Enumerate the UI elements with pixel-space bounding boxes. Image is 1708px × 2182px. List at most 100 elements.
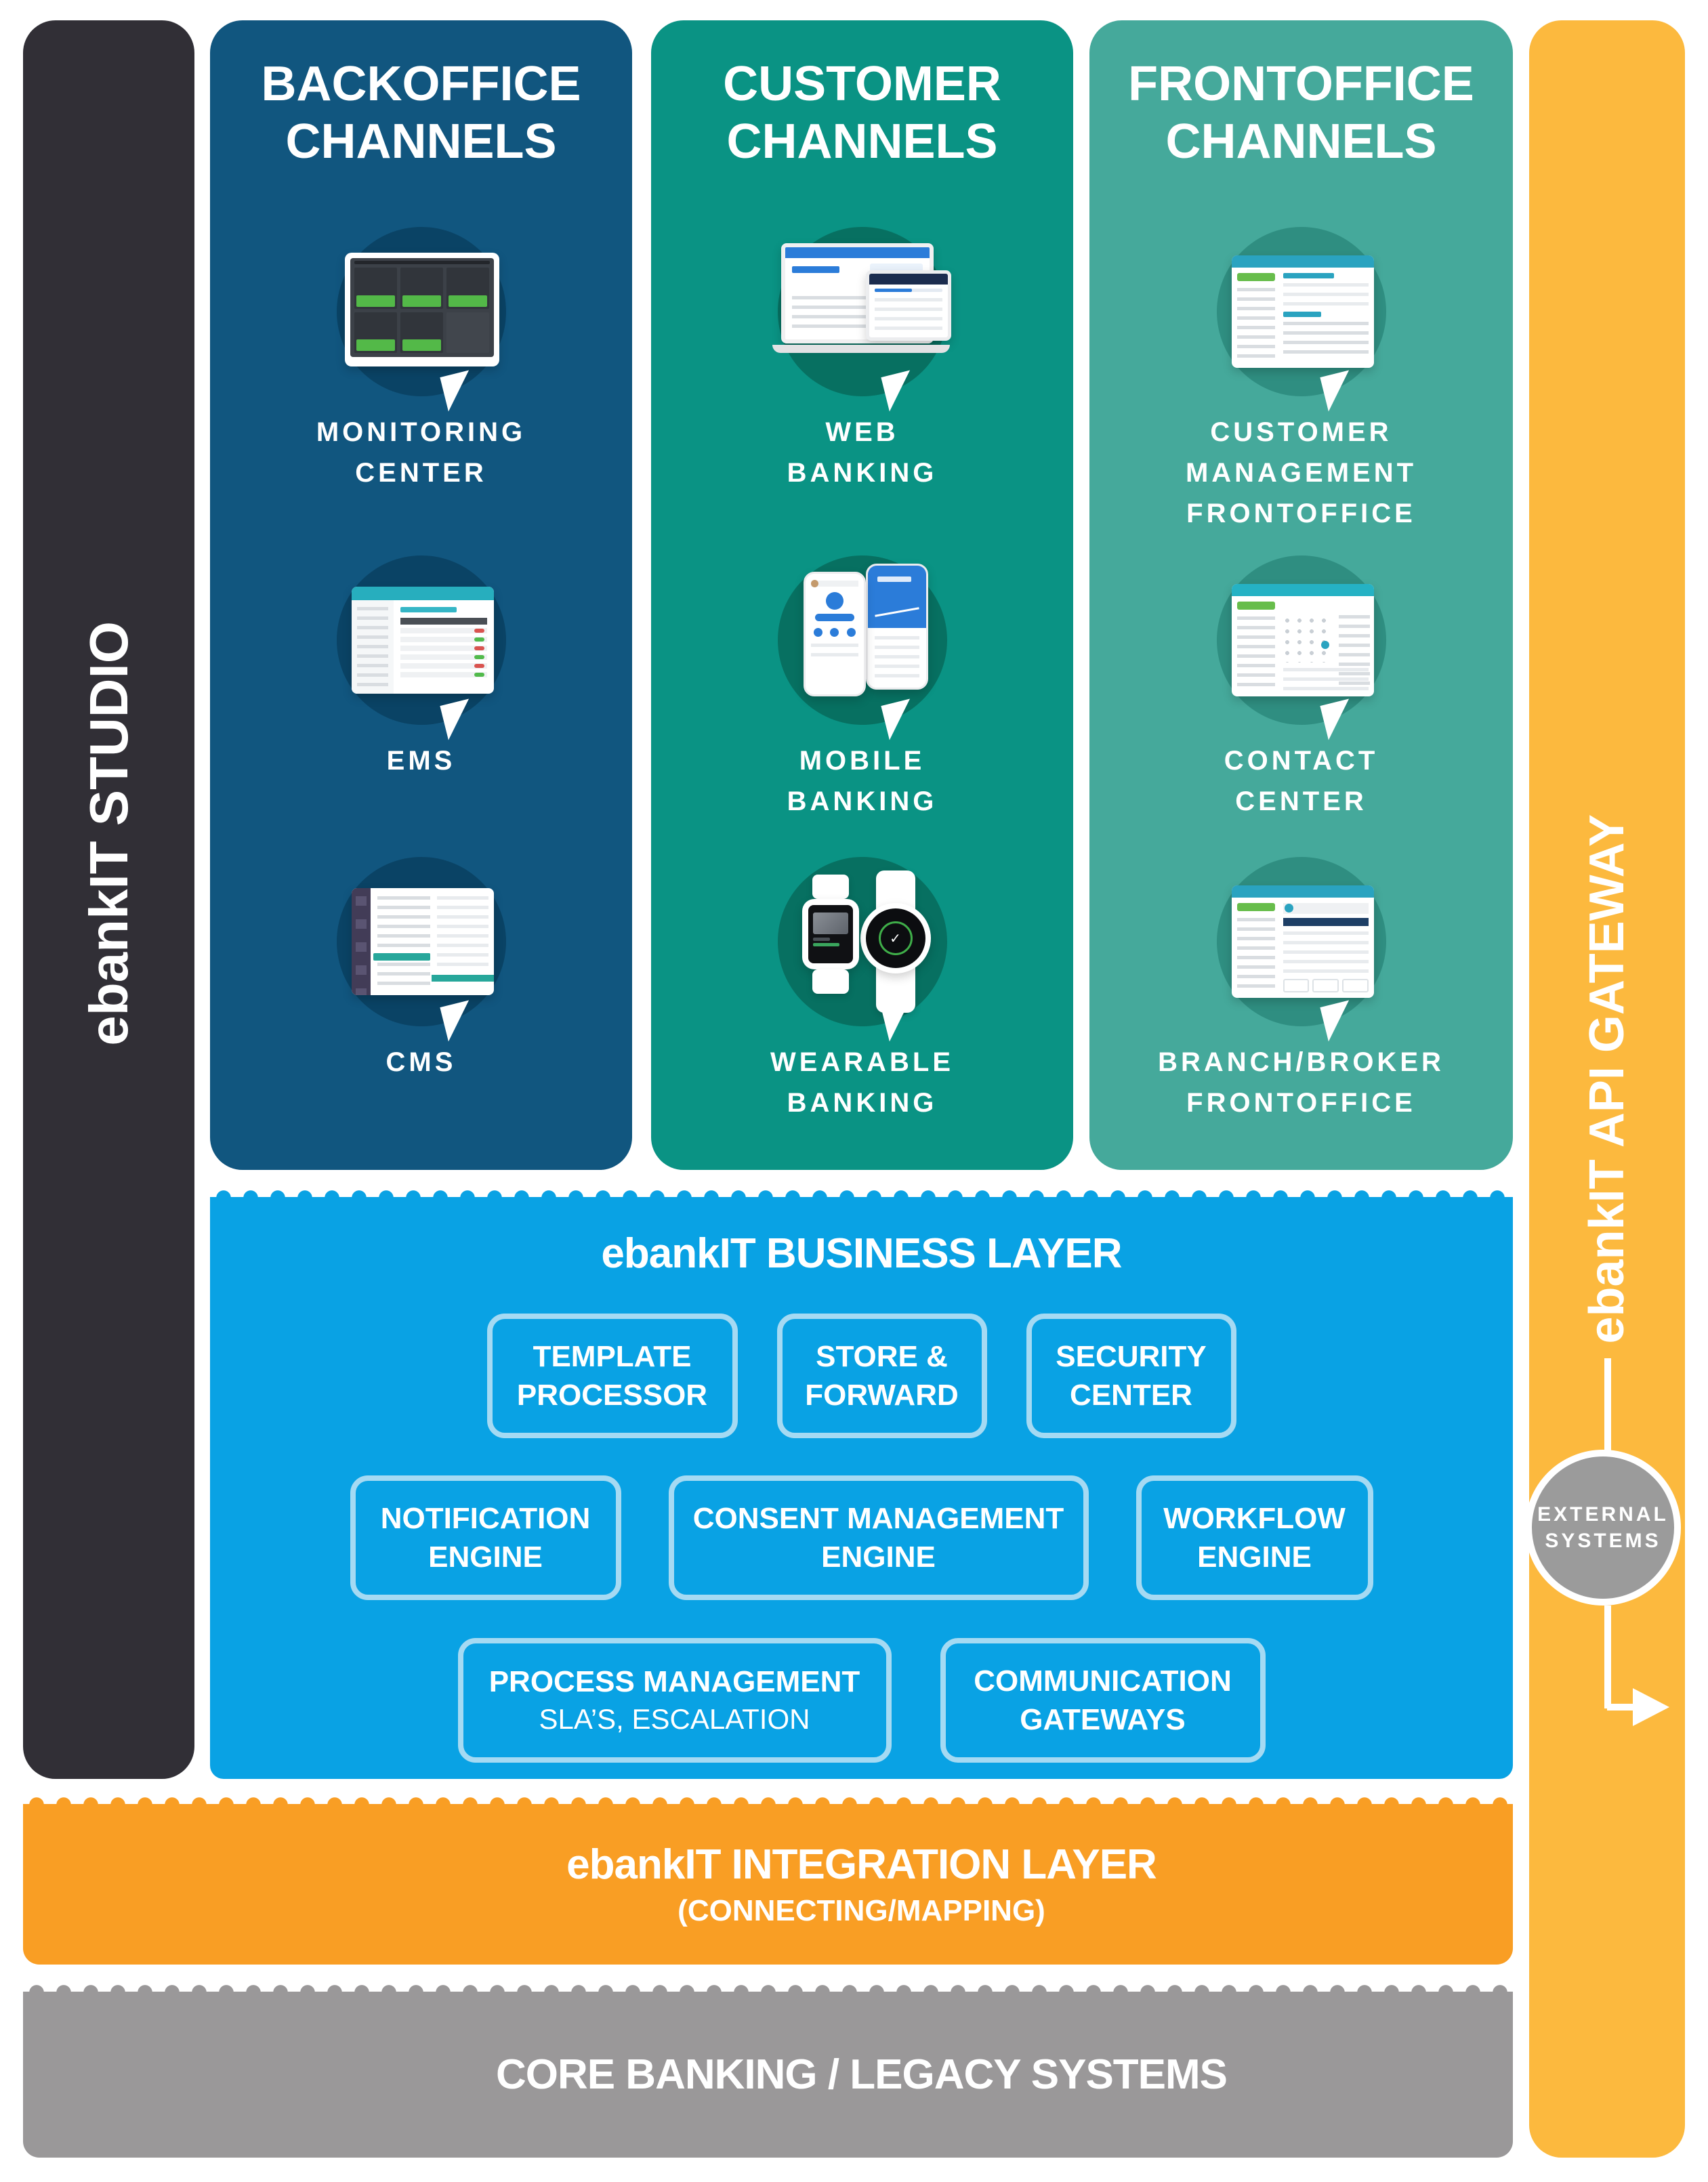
box-line2: ENGINE (1197, 1540, 1312, 1574)
frontoffice-column-title: FRONTOFFICE CHANNELS (1089, 56, 1513, 171)
caption-line2: BANKING (787, 1088, 938, 1118)
branch-frontoffice-screenshot (1231, 885, 1374, 998)
business-row-2: NOTIFICATION ENGINE CONSENT MANAGEMENT E… (210, 1475, 1513, 1600)
business-row-1: TEMPLATE PROCESSOR STORE & FORWARD SECUR… (210, 1314, 1513, 1438)
laptop-base (772, 345, 950, 353)
monitoring-dashboard-screenshot (344, 253, 499, 366)
core-banking-title: CORE BANKING / LEGACY SYSTEMS (495, 2051, 1228, 2098)
customer-management-caption: CUSTOMER MANAGEMENT FRONTOFFICE (1089, 412, 1513, 534)
caption-line1: CONTACT (1224, 746, 1379, 776)
square-smartwatch (801, 875, 859, 994)
frontoffice-title-line2: CHANNELS (1165, 114, 1437, 169)
caption-line2: BANKING (787, 786, 938, 816)
monitoring-center-caption: MONITORING CENTER (210, 412, 632, 493)
box-line1: CONSENT MANAGEMENT (692, 1501, 1064, 1535)
caption-line2: FRONTOFFICE (1186, 499, 1416, 528)
box-line2: FORWARD (805, 1379, 959, 1412)
workflow-engine-box: WORKFLOW ENGINE (1136, 1475, 1373, 1600)
caption-line2: BANKING (787, 458, 938, 488)
caption-line1: CMS (386, 1047, 457, 1077)
gateway-connector-line (1604, 1358, 1611, 1453)
external-systems-line1: EXTERNAL (1537, 1503, 1669, 1526)
communication-gateways-box: COMMUNICATION GATEWAYS (940, 1638, 1266, 1763)
contact-center-screenshot (1231, 584, 1374, 696)
branch-broker-caption: BRANCH/BROKER FRONTOFFICE (1089, 1042, 1513, 1123)
business-row-3: PROCESS MANAGEMENT SLA’S, ESCALATION COM… (210, 1638, 1513, 1763)
box-line1: TEMPLATE (533, 1339, 692, 1373)
box-line2: GATEWAYS (1020, 1703, 1186, 1736)
customer-management-illustration (1216, 227, 1386, 412)
business-layer: ebankIT BUSINESS LAYER TEMPLATE PROCESSO… (210, 1190, 1513, 1779)
box-line1: SECURITY (1056, 1339, 1207, 1373)
caption-line1: WEARABLE (770, 1047, 955, 1077)
mobile-banking-caption: MOBILE BANKING (651, 740, 1073, 822)
contact-center-caption: CONTACT CENTER (1089, 740, 1513, 822)
caption-line1: MOBILE (799, 746, 925, 776)
caption-line1: WEB (825, 417, 899, 447)
ems-caption: EMS (210, 740, 632, 781)
customer-title-line1: CUSTOMER (723, 57, 1001, 111)
ebankit-api-gateway-bar: ebankIT API GATEWAY EXTERNAL SYSTEMS (1525, 20, 1685, 2158)
frontoffice-title-line1: FRONTOFFICE (1128, 57, 1474, 111)
cms-screenshot (351, 888, 494, 995)
studio-bar-label: ebankIT STUDIO (78, 621, 139, 1046)
caption-line1: MONITORING (316, 417, 526, 447)
integration-layer-title: ebankIT INTEGRATION LAYER (566, 1841, 1157, 1888)
box-line1: STORE & (816, 1339, 948, 1373)
arrow-line-horizontal (1607, 1704, 1634, 1711)
box-line2: PROCESSOR (516, 1379, 708, 1412)
integration-layer: ebankIT INTEGRATION LAYER (CONNECTING/MA… (23, 1797, 1513, 1965)
box-line1: PROCESS MANAGEMENT (488, 1665, 860, 1699)
caption-line2: CENTER (355, 458, 487, 488)
web-banking-tablet (865, 270, 951, 341)
round-smartwatch: ✓ (860, 870, 931, 1013)
consent-management-engine-box: CONSENT MANAGEMENT ENGINE (668, 1475, 1089, 1600)
backoffice-title-line2: CHANNELS (285, 114, 557, 169)
mobile-banking-illustration (777, 555, 947, 740)
arrow-line-vertical (1604, 1606, 1611, 1708)
ems-screenshot (351, 587, 494, 694)
caption-line1: BRANCH/BROKER (1158, 1047, 1444, 1077)
contact-center-illustration (1216, 555, 1386, 740)
frontoffice-channels-column: FRONTOFFICE CHANNELS CUSTOMER MANAGEMENT… (1089, 20, 1513, 1170)
mini-calendar (1283, 615, 1333, 663)
store-and-forward-box: STORE & FORWARD (776, 1314, 987, 1438)
box-line1: WORKFLOW (1163, 1501, 1346, 1535)
notification-engine-box: NOTIFICATION ENGINE (350, 1475, 621, 1600)
box-line2: ENGINE (428, 1540, 543, 1574)
wearable-banking-caption: WEARABLE BANKING (651, 1042, 1073, 1123)
caption-line2: CENTER (1235, 786, 1367, 816)
ems-illustration (336, 555, 506, 740)
caption-line1: EMS (386, 746, 456, 776)
cms-illustration (336, 857, 506, 1042)
wearable-banking-illustration: ✓ (777, 857, 947, 1042)
integration-layer-subtitle: (CONNECTING/MAPPING) (678, 1894, 1045, 1927)
caption-line2: FRONTOFFICE (1186, 1088, 1416, 1118)
customer-column-title: CUSTOMER CHANNELS (651, 56, 1073, 171)
customer-title-line2: CHANNELS (726, 114, 998, 169)
backoffice-channels-column: BACKOFFICE CHANNELS MONITORING CENTER (210, 20, 632, 1170)
gateway-bar-label: ebankIT API GATEWAY (1580, 814, 1634, 1344)
cms-caption: CMS (210, 1042, 632, 1083)
monitoring-center-illustration (336, 227, 506, 412)
box-line2: CENTER (1070, 1379, 1192, 1412)
ebankit-studio-bar: ebankIT STUDIO (23, 20, 194, 1779)
backoffice-title-line1: BACKOFFICE (261, 57, 581, 111)
box-line2: ENGINE (821, 1540, 936, 1574)
box-line1: NOTIFICATION (380, 1501, 591, 1535)
web-banking-caption: WEB BANKING (651, 412, 1073, 493)
business-layer-title: ebankIT BUSINESS LAYER (601, 1230, 1122, 1277)
web-banking-illustration (772, 227, 951, 412)
backoffice-column-title: BACKOFFICE CHANNELS (210, 56, 632, 171)
template-processor-box: TEMPLATE PROCESSOR (486, 1314, 738, 1438)
customer-channels-column: CUSTOMER CHANNELS WEB BANKING (651, 20, 1073, 1170)
box-line1: COMMUNICATION (974, 1664, 1232, 1698)
box-line2: SLA’S, ESCALATION (539, 1703, 810, 1736)
arrow-right-icon (1633, 1688, 1669, 1726)
external-systems-circle: EXTERNAL SYSTEMS (1525, 1450, 1681, 1606)
branch-broker-illustration (1216, 857, 1386, 1042)
caption-line1: CUSTOMER MANAGEMENT (1185, 417, 1417, 488)
core-banking-layer: CORE BANKING / LEGACY SYSTEMS (23, 1984, 1513, 2158)
customer-management-screenshot (1231, 255, 1374, 368)
